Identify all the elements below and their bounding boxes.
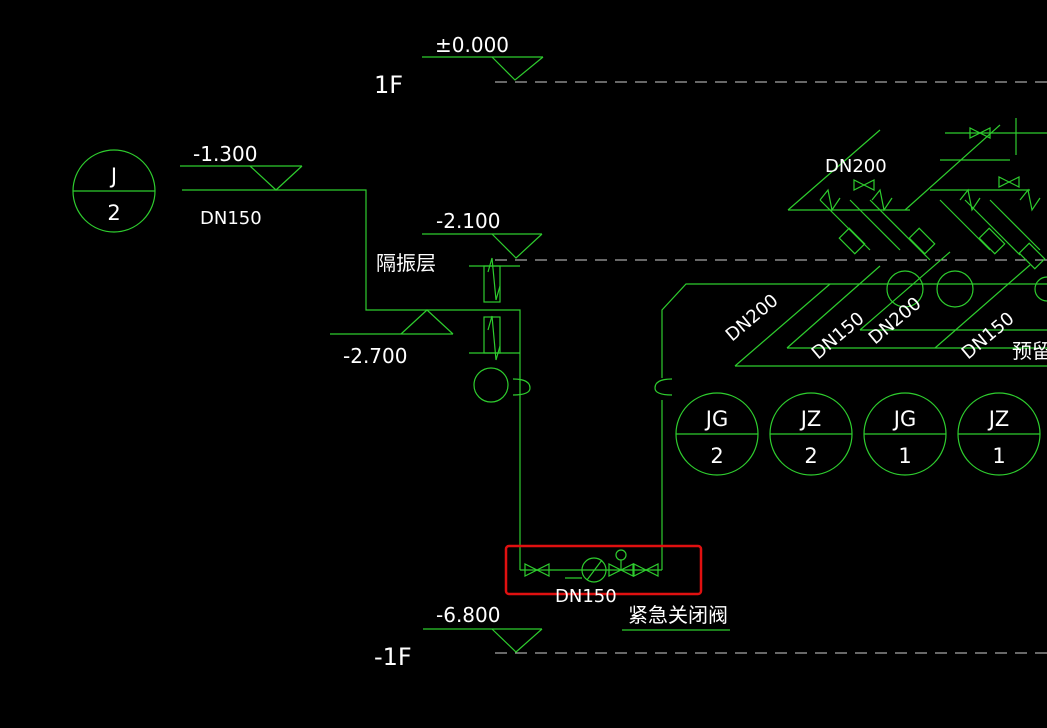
inlet-pipe — [182, 189, 521, 570]
pipe-riser-circle-left — [473, 367, 509, 403]
elev-basement-label: -6.800 — [436, 603, 500, 627]
flexible-joint — [469, 257, 520, 361]
elevation-marker-isolation-top — [422, 233, 543, 259]
highlight-box — [504, 544, 703, 596]
pipe-size-branch-3: DN200 — [865, 293, 926, 349]
elev-isolation-top-label: -2.100 — [436, 209, 500, 233]
bubble-jz2 — [769, 392, 853, 476]
bubble-jg1 — [863, 392, 947, 476]
bubble-j2-top: J — [109, 164, 117, 188]
pipe-size-branch-2: DN150 — [808, 308, 869, 364]
isolation-layer-label: 隔振层 — [376, 251, 436, 275]
bubble-jz2-top: JZ — [799, 407, 822, 431]
pipe-size-header-valve: DN200 — [825, 156, 887, 177]
bubble-j2 — [72, 149, 156, 233]
pipe-size-loop: DN150 — [555, 586, 617, 607]
pipe-size-branch-4: DN150 — [958, 308, 1019, 364]
bubble-jz1-bottom: 1 — [992, 444, 1005, 468]
floor-label-1f: 1F — [374, 71, 403, 99]
pipe-crossover-right — [654, 378, 673, 396]
bubble-jg2-bottom: 2 — [710, 444, 723, 468]
bubble-jz1-top: JZ — [987, 407, 1010, 431]
elevation-marker-basement — [423, 628, 543, 653]
pipe-crossover-left — [512, 378, 531, 396]
elevation-marker-inlet — [180, 165, 303, 191]
reserved-label: 预留 — [1012, 339, 1047, 363]
emergency-valve-label: 紧急关闭阀 — [628, 603, 728, 627]
elevation-marker-ground — [422, 56, 544, 81]
isometric-headers — [734, 118, 1047, 367]
bubble-jz2-bottom: 2 — [804, 444, 817, 468]
elev-isolation-bottom-label: -2.700 — [343, 344, 407, 368]
bubble-jg1-top: JG — [892, 407, 916, 431]
elev-ground-label: ±0.000 — [435, 33, 509, 57]
bubble-jz1 — [957, 392, 1041, 476]
bubble-j2-bottom: 2 — [107, 201, 120, 225]
bubble-jg2 — [675, 392, 759, 476]
bubble-jg1-bottom: 1 — [898, 444, 911, 468]
emergency-valve-group — [520, 549, 662, 583]
elevation-marker-isolation-bottom — [330, 309, 454, 335]
pipe-size-branch-1: DN200 — [722, 290, 783, 346]
return-pipe-upper — [661, 283, 1047, 378]
pipe-size-inlet: DN150 — [200, 208, 262, 229]
floor-label-b1f: -1F — [374, 643, 412, 671]
bubble-jg2-top: JG — [704, 407, 728, 431]
elev-inlet-label: -1.300 — [193, 142, 257, 166]
